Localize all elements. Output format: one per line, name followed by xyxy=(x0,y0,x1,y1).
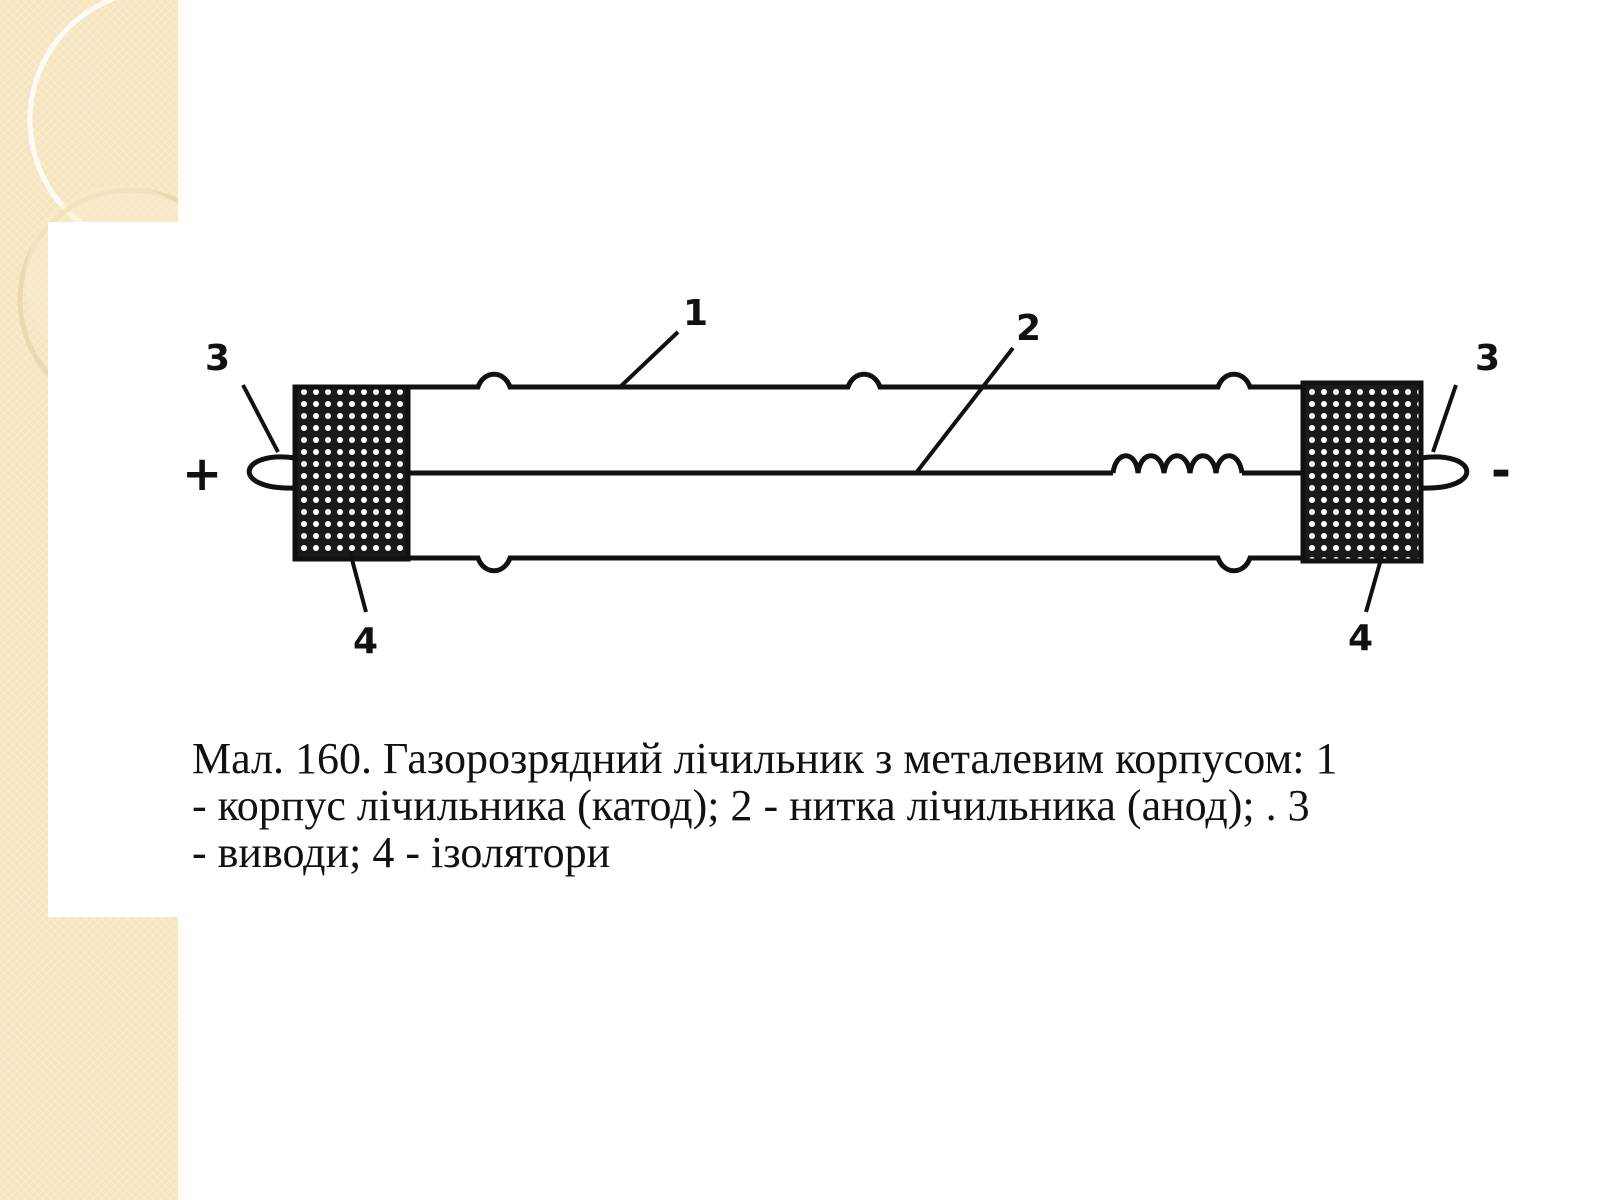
insulator-left xyxy=(292,384,411,562)
plus-terminal-label: + xyxy=(182,446,222,502)
leader-line-4-left xyxy=(348,551,368,613)
label-2: 2 xyxy=(1016,308,1041,349)
leader-line-3-right xyxy=(1431,384,1458,453)
geiger-counter-diagram: 1 2 3 3 4 4 + - xyxy=(182,293,1511,662)
label-4-left: 4 xyxy=(353,621,378,662)
leader-line-4-right xyxy=(1364,551,1385,613)
insulator-right xyxy=(1300,380,1424,564)
caption-line-3: - виводи; 4 - ізолятори xyxy=(192,828,611,877)
leader-line-2 xyxy=(914,346,1015,475)
leader-line-1 xyxy=(618,330,680,389)
label-3-left: 3 xyxy=(205,338,230,379)
anode-filament xyxy=(408,453,1308,476)
caption-line-2: - корпус лічильника (катод); 2 - нитка л… xyxy=(192,781,1310,830)
figure-caption: Мал. 160. Газорозрядний лічильник з мета… xyxy=(192,735,1592,876)
caption-line-1: Мал. 160. Газорозрядний лічильник з мета… xyxy=(192,734,1338,783)
counter-body xyxy=(408,371,1378,574)
label-3-right: 3 xyxy=(1475,338,1500,379)
lead-left xyxy=(246,454,296,491)
figure-panel xyxy=(48,222,1600,917)
minus-terminal-label: - xyxy=(1491,443,1511,499)
label-1: 1 xyxy=(683,293,708,334)
label-4-right: 4 xyxy=(1348,618,1373,659)
lead-right xyxy=(1420,454,1470,491)
leader-line-3-left xyxy=(241,384,280,453)
